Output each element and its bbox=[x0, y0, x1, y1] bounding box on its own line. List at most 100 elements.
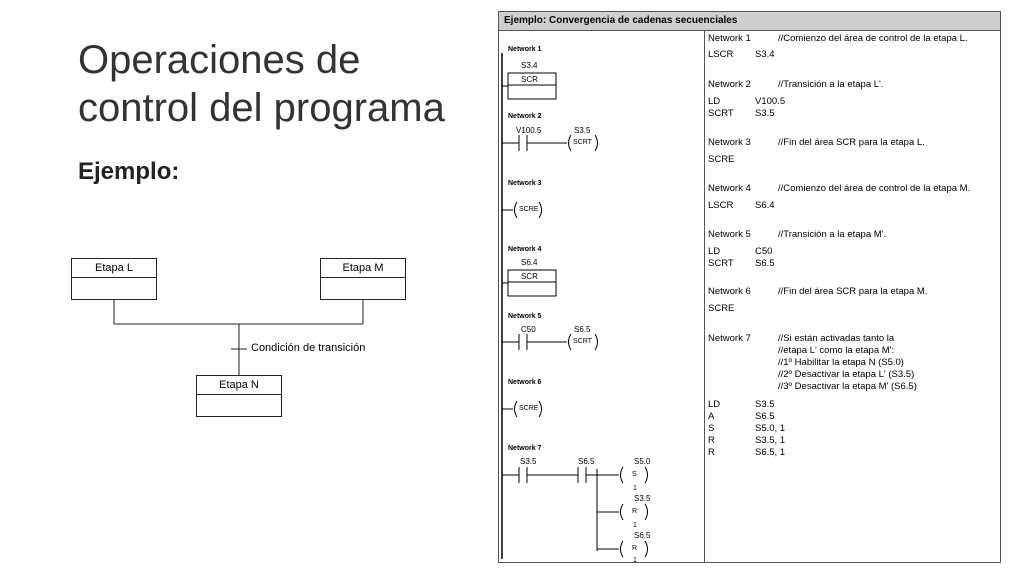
n7-coil3-right bbox=[644, 540, 648, 558]
n3-coil-label: SCRE bbox=[519, 206, 539, 213]
stage-box-m: Etapa M bbox=[320, 258, 406, 300]
stl-network-5: Network 5 bbox=[708, 229, 751, 240]
panel-header: Ejemplo: Convergencia de cadenas secuenc… bbox=[499, 12, 1000, 31]
stl-op: SCRT bbox=[708, 258, 734, 269]
ladder-network-4-title: Network 4 bbox=[508, 246, 542, 253]
stl-op: SCRE bbox=[708, 154, 735, 165]
stl-comment-7d: //2º Desactivar la etapa L' (S3.5) bbox=[778, 369, 915, 380]
n5-coil-right bbox=[594, 333, 598, 351]
n2-coil-left bbox=[568, 134, 572, 152]
stl-arg: S3.5, 1 bbox=[755, 435, 786, 446]
n7-coil3-op: R bbox=[632, 545, 638, 552]
stl-op: LD bbox=[708, 399, 721, 410]
stl-network-6: Network 6 bbox=[708, 286, 751, 297]
n7-coil2-left bbox=[620, 503, 624, 521]
stl-arg: C50 bbox=[755, 246, 773, 257]
stl-arg: S6.5 bbox=[755, 258, 775, 269]
stl-op: R bbox=[708, 435, 715, 446]
n6-coil-left bbox=[514, 400, 518, 418]
n3-coil-right bbox=[538, 201, 542, 219]
slide-title: Operaciones de control del programa bbox=[78, 36, 498, 132]
stage-label-m: Etapa M bbox=[321, 259, 405, 278]
stl-network-7: Network 7 bbox=[708, 333, 751, 344]
stl-arg: S6.5, 1 bbox=[755, 447, 786, 458]
n5-coil-addr: S6.5 bbox=[574, 325, 591, 334]
stl-comment-7e: //3º Desactivar la etapa M' (S6.5) bbox=[778, 381, 917, 392]
stl-listing: Network 1 //Comienzo del área de control… bbox=[705, 31, 1001, 563]
stl-op: LD bbox=[708, 246, 721, 257]
stl-network-1: Network 1 bbox=[708, 33, 751, 44]
ladder-diagram: Network 1 S3.4 SCR Network 2 V100.5 S3.5… bbox=[499, 31, 705, 564]
n2-coil-right bbox=[594, 134, 598, 152]
stl-comment-1: //Comienzo del área de control de la eta… bbox=[778, 33, 968, 44]
n7-coil2-right bbox=[644, 503, 648, 521]
stl-arg: S6.5 bbox=[755, 411, 775, 422]
n5-contact-addr: C50 bbox=[521, 325, 536, 334]
plc-example-panel: Ejemplo: Convergencia de cadenas secuenc… bbox=[498, 11, 1001, 564]
stage-box-n: Etapa N bbox=[196, 375, 282, 417]
n2-coil-addr: S3.5 bbox=[574, 126, 591, 135]
stl-network-3: Network 3 bbox=[708, 137, 751, 148]
stl-network-2: Network 2 bbox=[708, 79, 751, 90]
diagram-connectors bbox=[113, 300, 364, 375]
n1-box-label: SCR bbox=[521, 75, 538, 84]
stl-comment-6: //Fin del área SCR para la etapa M. bbox=[778, 286, 928, 297]
stage-label-n: Etapa N bbox=[197, 376, 281, 395]
stl-op: SCRT bbox=[708, 108, 734, 119]
stl-arg: S3.5 bbox=[755, 108, 775, 119]
stl-arg: S3.5 bbox=[755, 399, 775, 410]
n7-coil3-addr: S6.5 bbox=[634, 531, 651, 540]
stl-arg: S5.0, 1 bbox=[755, 423, 786, 434]
n5-coil-label: SCRT bbox=[573, 338, 592, 345]
stl-comment-2: //Transición a la etapa L'. bbox=[778, 79, 884, 90]
n3-coil-left bbox=[514, 201, 518, 219]
title-line-2: control del programa bbox=[78, 86, 445, 130]
stage-label-l: Etapa L bbox=[72, 259, 156, 278]
stl-op: LD bbox=[708, 96, 721, 107]
n7-contact1-addr: S3.5 bbox=[520, 457, 537, 466]
stl-op: LSCR bbox=[708, 49, 734, 60]
stl-comment-7b: //etapa L' como la etapa M': bbox=[778, 345, 895, 356]
ladder-network-6-title: Network 6 bbox=[508, 379, 542, 386]
n7-coil3-left bbox=[620, 540, 624, 558]
stl-comment-7c: //1º Habilitar la etapa N (S5.0) bbox=[778, 357, 904, 368]
n6-coil-right bbox=[538, 400, 542, 418]
stage-box-l: Etapa L bbox=[71, 258, 157, 300]
n7-contact2-addr: S6.5 bbox=[578, 457, 595, 466]
stl-op: LSCR bbox=[708, 200, 734, 211]
stl-comment-7a: //Si están activadas tanto la bbox=[778, 333, 895, 344]
n7-coil2-addr: S3.5 bbox=[634, 494, 651, 503]
stl-arg: V100.5 bbox=[755, 96, 786, 107]
n4-addr: S6.4 bbox=[521, 258, 538, 267]
slide-subtitle: Ejemplo: bbox=[78, 158, 180, 185]
stl-arg: S6.4 bbox=[755, 200, 775, 211]
transition-label: Condición de transición bbox=[251, 342, 366, 354]
stl-arg: S3.4 bbox=[755, 49, 775, 60]
n7-coil1-left bbox=[620, 466, 624, 484]
n4-box-label: SCR bbox=[521, 272, 538, 281]
n7-coil2-n: 1 bbox=[633, 522, 637, 529]
ladder-lines bbox=[501, 53, 648, 559]
ladder-network-1-title: Network 1 bbox=[508, 46, 542, 53]
convergence-diagram: Etapa L Etapa M Etapa N Condición de tra… bbox=[60, 250, 420, 430]
stl-op: SCRE bbox=[708, 303, 735, 314]
n7-coil1-n: 1 bbox=[633, 485, 637, 492]
stl-op: S bbox=[708, 423, 715, 434]
stl-op: A bbox=[708, 411, 715, 422]
title-line-1: Operaciones de bbox=[78, 38, 361, 82]
n6-coil-label: SCRE bbox=[519, 405, 539, 412]
n7-coil3-n: 1 bbox=[633, 557, 637, 564]
stl-comment-4: //Comienzo del área de control de la eta… bbox=[778, 183, 971, 194]
stl-network-4: Network 4 bbox=[708, 183, 751, 194]
n7-coil1-right bbox=[644, 466, 648, 484]
stl-op: R bbox=[708, 447, 715, 458]
n1-addr: S3.4 bbox=[521, 61, 538, 70]
n2-contact-addr: V100.5 bbox=[516, 126, 542, 135]
stl-comment-5: //Transición a la etapa M'. bbox=[778, 229, 887, 240]
n7-coil1-op: S bbox=[632, 471, 637, 478]
ladder-network-2-title: Network 2 bbox=[508, 113, 542, 120]
ladder-network-7-title: Network 7 bbox=[508, 445, 542, 452]
n7-coil1-addr: S5.0 bbox=[634, 457, 651, 466]
ladder-network-5-title: Network 5 bbox=[508, 313, 542, 320]
stl-comment-3: //Fin del área SCR para la etapa L. bbox=[778, 137, 925, 148]
